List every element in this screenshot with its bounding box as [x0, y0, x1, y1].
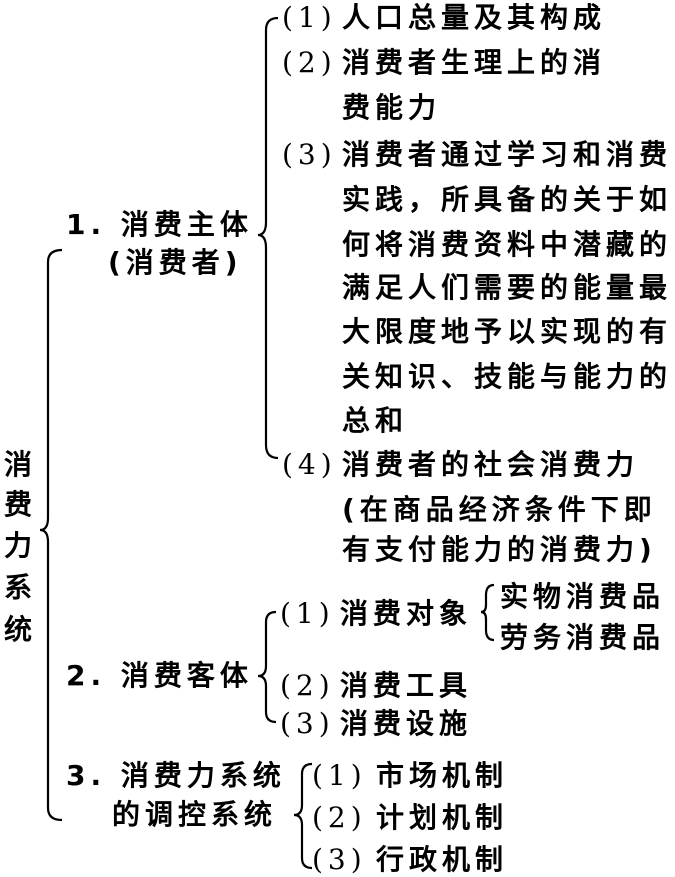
item-num: (3): [280, 707, 335, 740]
item-num: (3): [312, 843, 367, 876]
sub-item: 劳务消费品: [500, 621, 666, 654]
item-text: 实践，所具备的关于如: [342, 183, 673, 216]
item-text: 行政机制: [376, 843, 509, 876]
item-text: 消费者生理上的消: [342, 46, 607, 79]
branch2-brace: [257, 610, 277, 724]
item-text: 何将消费资料中潜藏的: [342, 228, 673, 261]
item-text: 消费设施: [340, 707, 473, 740]
branch3-label: 3. 消费力系统: [66, 759, 286, 792]
item-num: (4): [282, 448, 337, 481]
item-text: 消费工具: [340, 669, 473, 702]
branch3-sublabel: 的调控系统: [112, 798, 278, 831]
root-char: 费: [4, 488, 33, 521]
root-char: 系: [4, 571, 33, 604]
branch1-brace: [257, 16, 279, 460]
item-text: 大限度地予以实现的有: [342, 315, 673, 348]
item-text: (在商品经济条件下即: [342, 493, 657, 526]
item-text: 满足人们需要的能量最: [342, 271, 673, 304]
item-text: 计划机制: [376, 801, 509, 834]
root-char: 力: [4, 529, 33, 562]
item-text: 消费者的社会消费力: [342, 448, 640, 481]
branch3-brace: [293, 762, 313, 870]
item-num: (3): [282, 138, 337, 171]
root-char: 统: [4, 613, 33, 646]
branch1-sublabel: (消费者): [108, 246, 243, 279]
item-text: 总和: [342, 404, 409, 437]
item-num: (2): [282, 46, 337, 79]
item-num: (2): [312, 801, 367, 834]
item-text: 有支付能力的消费力): [342, 533, 657, 566]
item-num: (1): [280, 597, 335, 630]
item-text: 消费对象: [340, 597, 473, 630]
item-text: 人口总量及其构成: [342, 1, 607, 34]
branch2-label: 2. 消费客体: [66, 659, 253, 692]
sub-item: 实物消费品: [500, 580, 666, 613]
root-char: 消: [4, 448, 33, 481]
branch1-label: 1. 消费主体: [66, 208, 253, 241]
object-brace: [480, 583, 495, 642]
item-num: (2): [280, 669, 335, 702]
item-text: 消费者通过学习和消费: [342, 138, 673, 171]
item-num: (1): [282, 1, 337, 34]
item-num: (1): [312, 759, 367, 792]
root-brace: [39, 248, 63, 822]
item-text: 市场机制: [376, 759, 509, 792]
item-text: 关知识、技能与能力的: [342, 360, 673, 393]
item-text: 费能力: [342, 91, 442, 124]
